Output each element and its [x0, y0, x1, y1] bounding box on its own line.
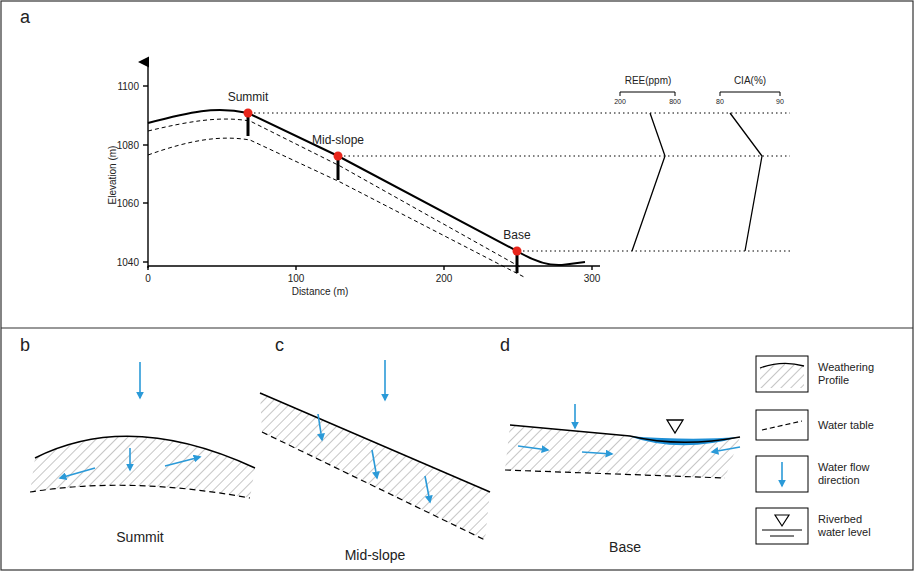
- axis-label: Elevation (m): [107, 146, 118, 205]
- axis-label: 200: [614, 98, 626, 106]
- panel-letter: a: [20, 8, 30, 28]
- panel-letter: d: [500, 336, 510, 356]
- axis-label: 1040: [117, 257, 139, 268]
- legend-text: Riverbed water level: [818, 513, 886, 538]
- legend-text: Weathering Profile: [818, 361, 886, 386]
- axis-label: Summit: [228, 91, 269, 104]
- axis-label: 80: [716, 98, 724, 106]
- axis-label: Base: [609, 540, 641, 555]
- panel-letter: c: [275, 336, 284, 356]
- axis-label: 1060: [117, 198, 139, 209]
- axis-label: Base: [503, 229, 530, 242]
- axis-label: 1100: [117, 81, 139, 92]
- panel-letter: b: [20, 336, 30, 356]
- axis-label: Summit: [116, 530, 163, 545]
- legend-text: Water table: [818, 419, 886, 432]
- axis-label: Mid-slope: [345, 548, 406, 563]
- axis-label: 800: [669, 98, 681, 106]
- axis-label: 90: [776, 98, 784, 106]
- legend-text: Water flow direction: [818, 461, 886, 486]
- axis-label: Distance (m): [292, 286, 349, 297]
- axis-label: 1080: [117, 140, 139, 151]
- axis-label: 0: [145, 273, 151, 284]
- axis-label: CIA(%): [734, 75, 766, 86]
- axis-label: 100: [288, 273, 305, 284]
- axis-label: 300: [584, 273, 601, 284]
- axis-label: Mid-slope: [312, 134, 364, 147]
- axis-label: 200: [436, 273, 453, 284]
- axis-label: REE(ppm): [625, 75, 672, 86]
